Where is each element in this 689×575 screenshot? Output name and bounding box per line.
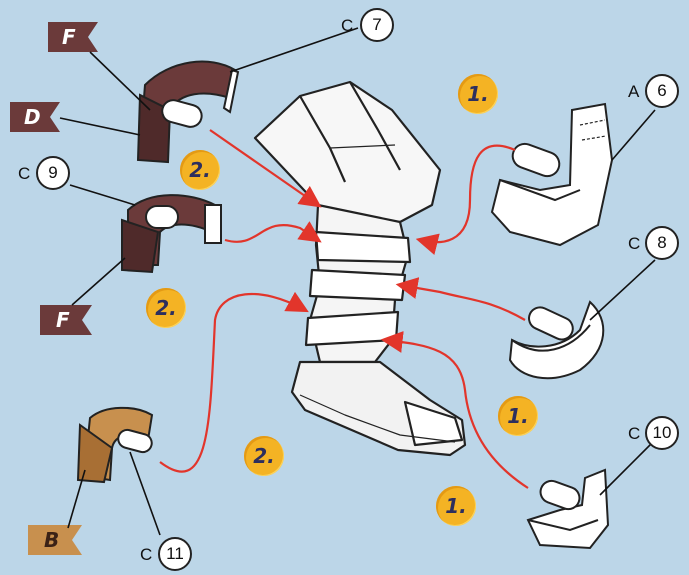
part-7-wrap [136,60,240,164]
arrow-part11 [159,291,309,473]
part-6-splint [490,102,614,247]
part-9-wrap [121,194,222,274]
callout-a6-number: 6 [645,74,679,108]
callout-c10-number: 10 [645,416,679,450]
arrow-part6 [415,144,516,255]
flag-f-bottom-label: F [56,308,70,332]
flag-d-label: D [24,105,41,129]
callout-c7-letter: C [341,16,354,35]
callout-a6-letter: A [628,82,640,101]
step-badge-2-bottom: 2. [244,436,284,476]
flags [10,22,98,555]
callout-c8-number: 8 [645,226,679,260]
step-badge-2-mid: 2. [146,288,186,328]
flag-b [28,525,82,555]
flag-b-label: B [44,528,60,552]
step-badge-2-top: 2. [180,150,220,190]
arrow-part9 [224,221,322,243]
part-11-wrap [76,406,154,484]
step-badge-1-top: 1. [458,74,498,114]
step-badge-1-bottom: 1. [436,486,476,526]
arrow-part8 [395,277,526,321]
callout-c10-letter: C [628,424,641,443]
flag-f-bottom [40,305,92,335]
flag-f-top-label: F [62,25,76,49]
callout-c11-number: 11 [158,537,192,571]
callout-c8-letter: C [628,234,641,253]
arrow-part10 [380,331,529,489]
callout-c9-letter: C [18,164,31,183]
leader-lines [59,27,656,536]
part-8-cuff [508,300,605,380]
callout-c7-number: 7 [360,8,394,42]
leg-boot-drawing [253,80,467,457]
step-badge-1-mid: 1. [498,396,538,436]
assembly-arrows [159,129,529,489]
callout-c9-number: 9 [36,156,70,190]
part-10-clip [526,468,610,550]
callout-c11-letter: C [140,545,153,564]
arrow-part7 [209,129,322,208]
flag-d [10,102,60,132]
flag-f-top [48,22,98,52]
